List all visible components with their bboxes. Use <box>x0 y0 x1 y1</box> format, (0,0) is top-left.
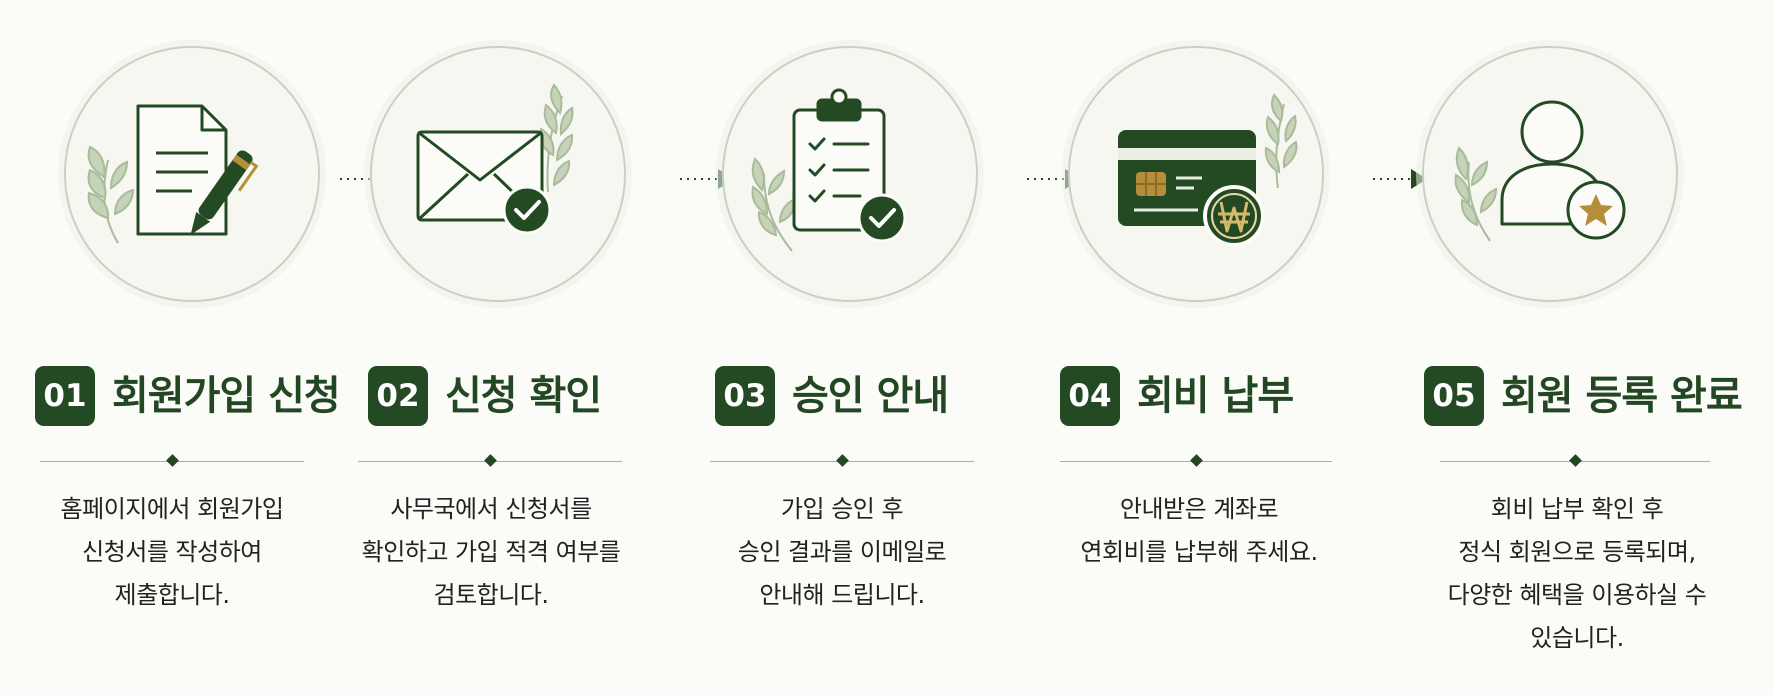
process-step-2: 02 신청 확인 사무국에서 신청서를 확인하고 가입 적격 여부를 검토합니다… <box>358 0 686 695</box>
diamond-icon <box>166 454 179 467</box>
process-step-3: 03 승인 안내 가입 승인 후 승인 결과를 이메일로 안내해 드립니다. <box>710 0 1034 695</box>
step-1-icon-circle <box>64 46 320 302</box>
step-2-description-line: 검토합니다. <box>433 581 549 609</box>
step-1-number-badge: 01 <box>35 366 95 426</box>
step-4-number-badge: 04 <box>1060 366 1120 426</box>
step-5-description-line: 다양한 혜택을 이용하실 수 <box>1447 581 1707 609</box>
step-4-divider <box>1060 454 1332 469</box>
step-5-number-badge: 05 <box>1424 366 1484 426</box>
step-5-description-line: 있습니다. <box>1530 624 1624 652</box>
step-5-description: 회비 납부 확인 후 정식 회원으로 등록되며, 다양한 혜택을 이용하실 수 … <box>1417 488 1737 660</box>
step-4-title: 회비 납부 <box>1137 373 1294 419</box>
process-step-1: 01 회원가입 신청 홈페이지에서 회원가입 신청서를 작성하여 제출합니다. <box>22 0 342 695</box>
diamond-icon <box>1190 454 1203 467</box>
step-1-title: 회원가입 신청 <box>112 373 341 419</box>
diamond-icon <box>484 454 497 467</box>
diamond-icon <box>836 454 849 467</box>
step-4-description-line: 안내받은 계좌로 <box>1119 495 1279 523</box>
step-2-number-badge: 02 <box>368 366 428 426</box>
arrow-right-icon <box>1373 169 1427 189</box>
user-star-icon <box>1454 100 1626 242</box>
step-2-divider <box>358 454 622 469</box>
step-2-description: 사무국에서 신청서를 확인하고 가입 적격 여부를 검토합니다. <box>331 488 651 617</box>
step-2-description-line: 확인하고 가입 적격 여부를 <box>361 538 621 566</box>
step-2-header: 02 신청 확인 <box>368 366 602 426</box>
step-1-description-line: 신청서를 작성하여 <box>82 538 262 566</box>
step-2-description-line: 사무국에서 신청서를 <box>390 495 592 523</box>
credit-card-won-icon <box>1118 93 1298 247</box>
step-4-header: 04 회비 납부 <box>1060 366 1294 426</box>
step-3-description: 가입 승인 후 승인 결과를 이메일로 안내해 드립니다. <box>682 488 1002 617</box>
diamond-icon <box>1569 454 1582 467</box>
step-3-description-line: 안내해 드립니다. <box>759 581 925 609</box>
step-4-description-line: 연회비를 납부해 주세요. <box>1080 538 1318 566</box>
step-3-description-line: 승인 결과를 이메일로 <box>737 538 947 566</box>
step-4-icon-circle <box>1068 46 1324 302</box>
step-1-description: 홈페이지에서 회원가입 신청서를 작성하여 제출합니다. <box>12 488 332 617</box>
step-1-divider <box>40 454 304 469</box>
step-2-icon-circle <box>370 46 626 302</box>
step-5-icon-circle <box>1422 46 1678 302</box>
step-5-description-line: 회비 납부 확인 후 <box>1490 495 1664 523</box>
step-3-description-line: 가입 승인 후 <box>780 495 904 523</box>
clipboard-check-icon <box>751 88 907 252</box>
document-pen-icon <box>87 104 259 244</box>
step-1-description-line: 홈페이지에서 회원가입 <box>60 495 284 523</box>
step-5-header: 05 회원 등록 완료 <box>1424 366 1743 426</box>
envelope-check-icon <box>416 83 574 235</box>
step-5-description-line: 정식 회원으로 등록되며, <box>1458 538 1696 566</box>
step-1-header: 01 회원가입 신청 <box>35 366 341 426</box>
step-3-divider <box>710 454 974 469</box>
step-3-number-badge: 03 <box>715 366 775 426</box>
process-step-4: 04 회비 납부 안내받은 계좌로 연회비를 납부해 주세요. <box>1060 0 1380 695</box>
step-4-description: 안내받은 계좌로 연회비를 납부해 주세요. <box>1039 488 1359 574</box>
step-3-icon-circle <box>722 46 978 302</box>
step-2-title: 신청 확인 <box>445 373 602 419</box>
step-3-title: 승인 안내 <box>792 373 949 419</box>
step-3-header: 03 승인 안내 <box>715 366 949 426</box>
process-step-5: 05 회원 등록 완료 회비 납부 확인 후 정식 회원으로 등록되며, 다양한… <box>1406 0 1743 695</box>
step-5-title: 회원 등록 완료 <box>1501 373 1743 419</box>
step-5-divider <box>1440 454 1710 469</box>
step-1-description-line: 제출합니다. <box>114 581 230 609</box>
